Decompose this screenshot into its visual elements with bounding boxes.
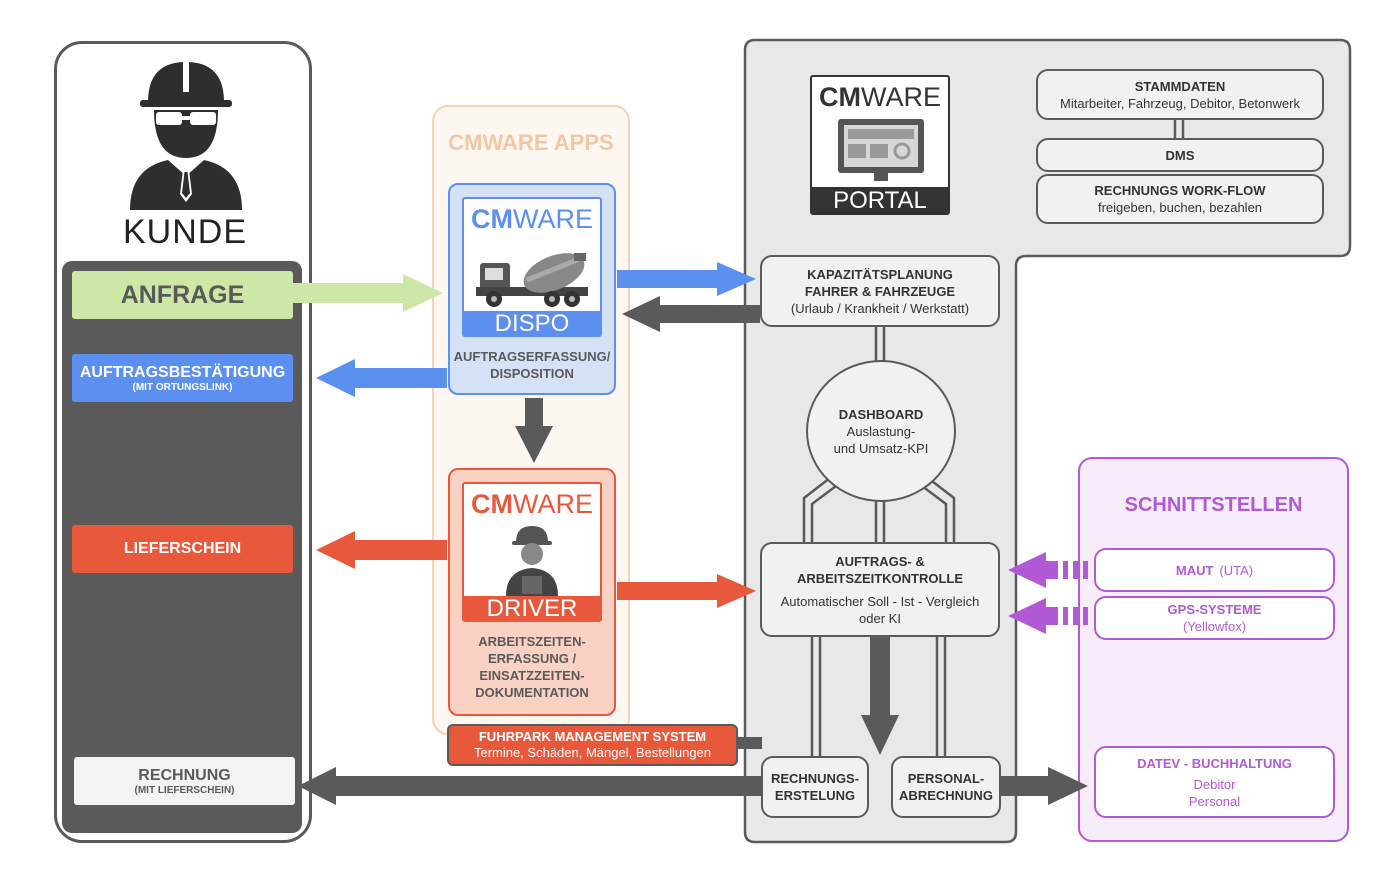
driver-brand-ware: WARE [513, 489, 593, 519]
dashboard-title: DASHBOARD [838, 406, 924, 422]
driver-card: CMWARE DRIVER ARBEITSZEITEN- ERFASSUNG /… [448, 468, 616, 716]
portal-brand: CMWARE [812, 81, 948, 113]
dispo-logo-box: CMWARE DISPO [462, 197, 602, 337]
driver-brand: CMWARE [464, 488, 600, 520]
gps-subtitle: (Yellowfox) [1182, 619, 1247, 634]
dms-box: DMS [1036, 138, 1324, 172]
capacity-subtitle: (Urlaub / Krankheit / Werkstatt) [790, 300, 970, 316]
confirmation-subtitle: (MIT ORTUNGSLINK) [132, 381, 233, 393]
engineer-icon [130, 62, 242, 210]
toll-subtitle: (UTA) [1219, 562, 1254, 578]
billing-box: RECHNUNGS- ERSTELUNG [761, 756, 869, 818]
invoice-subtitle: (MIT LIEFERSCHEIN) [134, 784, 235, 796]
invoice-workflow-box: RECHNUNGS WORK-FLOW freigeben, buchen, b… [1036, 174, 1324, 224]
toll-box: MAUT (UTA) [1094, 548, 1335, 592]
dispo-caption: AUFTRAGSERFASSUNG/ DISPOSITION [453, 349, 611, 381]
driver-to-control-arrow [617, 582, 717, 600]
portal-logo: CMWARE PORTAL [810, 75, 950, 215]
datev-box: DATEV - BUCHHALTUNG Debitor Personal [1094, 746, 1335, 818]
dispo-to-driver-arrow [525, 398, 543, 426]
capacity-box: KAPAZITÄTSPLANUNG FAHRER & FAHRZEUGE (Ur… [760, 255, 1000, 327]
confirmation-arrow [355, 368, 447, 388]
invoice-title: RECHNUNG [138, 766, 231, 784]
control-title: AUFTRAGS- & ARBEITSZEITKONTROLLE [796, 553, 964, 586]
control-to-billing-arrow [870, 637, 890, 715]
dispo-brand: CMWARE [464, 203, 600, 235]
capacity-title: KAPAZITÄTSPLANUNG FAHRER & FAHRZEUGE [804, 266, 956, 299]
interfaces-title: SCHNITTSTELLEN [1124, 493, 1303, 516]
fleet-title: FUHRPARK MANAGEMENT SYSTEM [478, 729, 707, 744]
master-data-box: STAMMDATEN Mitarbeiter, Fahrzeug, Debito… [1036, 69, 1324, 120]
fleet-subtitle: Termine, Schäden, Mängel, Bestellungen [473, 745, 712, 760]
mixer-truck-icon [476, 253, 588, 307]
control-subtitle: Automatischer Soll - Ist - Vergleich ode… [780, 593, 980, 626]
gps-box: GPS-SYSTEME (Yellowfox) [1094, 596, 1335, 640]
driver-caption: ARBEITSZEITEN- ERFASSUNG / EINSATZZEITEN… [475, 634, 589, 700]
payroll-box: PERSONAL- ABRECHNUNG [891, 756, 1001, 818]
capacity-to-dispo-arrow [660, 305, 760, 323]
datev-title: DATEV - BUCHHALTUNG [1137, 755, 1292, 771]
dispo-to-capacity-arrow [617, 270, 717, 288]
fleet-box: FUHRPARK MANAGEMENT SYSTEM Termine, Schä… [447, 724, 738, 766]
dispo-brand-cm: CM [471, 204, 513, 234]
dispo-brand-ware: WARE [513, 204, 593, 234]
master-data-title: STAMMDATEN [1134, 78, 1226, 94]
driver-logo-box: CMWARE DRIVER [462, 482, 602, 622]
request-arrow [293, 283, 403, 303]
customer-label: KUNDE [122, 212, 248, 251]
apps-title: CMWARE APPS [448, 130, 614, 155]
gps-arrow [1008, 598, 1046, 634]
delivery-note-arrow [355, 540, 447, 560]
workflow-subtitle: freigeben, buchen, bezahlen [1097, 200, 1263, 215]
toll-arrow [1008, 552, 1046, 588]
monitor-icon [838, 119, 924, 181]
dashboard-subtitle: Auslastung- und Umsatz-KPI [833, 423, 929, 456]
dispo-label: DISPO [464, 310, 600, 335]
control-box: AUFTRAGS- & ARBEITSZEITKONTROLLE Automat… [760, 542, 1000, 637]
portal-brand-cm: CM [819, 82, 861, 112]
workflow-title: RECHNUNGS WORK-FLOW [1094, 183, 1266, 198]
master-data-subtitle: Mitarbeiter, Fahrzeug, Debitor, Betonwer… [1060, 95, 1300, 111]
invoice-box: RECHNUNG (MIT LIEFERSCHEIN) [74, 757, 295, 805]
toll-title: MAUT [1175, 562, 1214, 578]
dispo-card: CMWARE DISPO AUFTRAGSERFASSUNG/ DISPOSIT… [448, 183, 616, 395]
invoice-arrow [336, 776, 761, 796]
fleet-connector [738, 737, 762, 749]
request-box: ANFRAGE [72, 271, 293, 319]
driver-icon [506, 526, 558, 596]
datev-subtitle: Debitor Personal [1188, 776, 1241, 809]
delivery-note-box: LIEFERSCHEIN [72, 525, 293, 573]
dashboard-circle: DASHBOARD Auslastung- und Umsatz-KPI [806, 360, 956, 502]
driver-brand-cm: CM [471, 489, 513, 519]
confirmation-title: AUFTRAGSBESTÄTIGUNG [79, 363, 286, 381]
portal-brand-ware: WARE [861, 82, 941, 112]
payroll-to-datev-arrow [1001, 776, 1048, 796]
portal-label: PORTAL [812, 187, 948, 213]
gps-title: GPS-SYSTEME [1167, 602, 1262, 617]
driver-label: DRIVER [464, 595, 600, 620]
confirmation-box: AUFTRAGSBESTÄTIGUNG (MIT ORTUNGSLINK) [72, 354, 293, 402]
